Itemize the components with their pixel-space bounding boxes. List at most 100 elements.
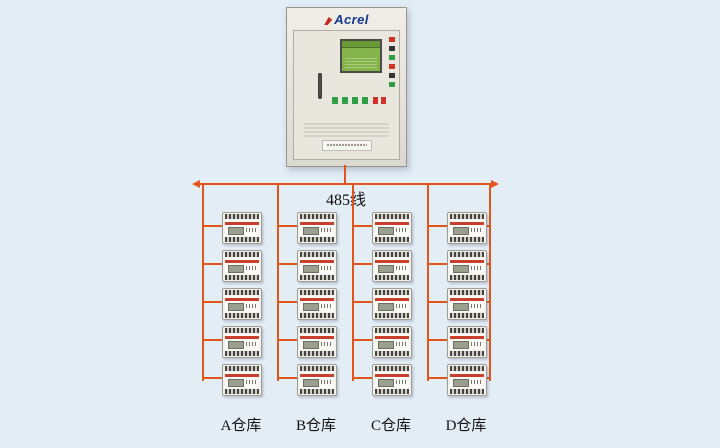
wire-bus-end bbox=[489, 183, 491, 381]
wire-stub bbox=[202, 301, 222, 303]
device-face bbox=[450, 258, 484, 274]
meter-device bbox=[447, 364, 487, 396]
indicator-lights bbox=[389, 37, 395, 93]
terminal-strip-bottom bbox=[375, 237, 409, 242]
wire-cabinet-drop bbox=[344, 165, 346, 185]
device-face bbox=[225, 296, 259, 312]
door-handle bbox=[318, 73, 322, 99]
device-display bbox=[453, 341, 469, 349]
device-markings bbox=[471, 380, 481, 384]
device-markings bbox=[471, 266, 481, 270]
cabinet-door bbox=[293, 30, 400, 160]
terminal-strip-bottom bbox=[225, 351, 259, 356]
lcd-screen bbox=[340, 39, 382, 73]
device-markings bbox=[246, 304, 256, 308]
device-markings bbox=[471, 342, 481, 346]
meter-device bbox=[372, 364, 412, 396]
device-face bbox=[450, 296, 484, 312]
terminal-strip-bottom bbox=[375, 313, 409, 318]
device-accent-stripe bbox=[300, 260, 334, 263]
device-face bbox=[375, 334, 409, 350]
wire-485-bus bbox=[200, 183, 491, 185]
terminal-strip-top bbox=[300, 366, 334, 371]
terminal-strip-bottom bbox=[300, 275, 334, 280]
meter-device bbox=[297, 364, 337, 396]
device-accent-stripe bbox=[375, 298, 409, 301]
device-display bbox=[303, 303, 319, 311]
device-accent-stripe bbox=[450, 222, 484, 225]
terminal-strip-bottom bbox=[450, 313, 484, 318]
meter-device bbox=[447, 326, 487, 358]
device-face bbox=[225, 372, 259, 388]
meter-device bbox=[297, 326, 337, 358]
warehouse-label-2: B仓库 bbox=[295, 418, 336, 434]
device-display bbox=[453, 379, 469, 387]
warehouse-label-3: C仓库 bbox=[370, 418, 411, 434]
wire-feeder-3 bbox=[352, 183, 354, 381]
device-markings bbox=[246, 228, 256, 232]
device-markings bbox=[396, 342, 406, 346]
terminal-strip-top bbox=[225, 214, 259, 219]
wire-stub bbox=[427, 263, 447, 265]
device-face bbox=[300, 296, 334, 312]
device-face bbox=[450, 220, 484, 236]
device-display bbox=[453, 303, 469, 311]
terminal-strip-top bbox=[450, 214, 484, 219]
wire-stub bbox=[427, 339, 447, 341]
acrel-logo: Acrel bbox=[287, 12, 406, 27]
meter-device bbox=[372, 288, 412, 320]
device-face bbox=[375, 220, 409, 236]
device-accent-stripe bbox=[225, 260, 259, 263]
device-display bbox=[303, 379, 319, 387]
device-face bbox=[300, 334, 334, 350]
wire-feeder-1 bbox=[202, 183, 204, 381]
device-face bbox=[450, 372, 484, 388]
warehouse-label-4: D仓库 bbox=[445, 418, 487, 434]
device-face bbox=[300, 220, 334, 236]
wire-stub bbox=[277, 377, 297, 379]
terminal-strip-bottom bbox=[300, 351, 334, 356]
bus-arrow-right-icon bbox=[491, 180, 499, 188]
terminal-strip-top bbox=[375, 252, 409, 257]
device-accent-stripe bbox=[375, 260, 409, 263]
device-face bbox=[450, 334, 484, 350]
terminal-strip-bottom bbox=[450, 389, 484, 394]
device-display bbox=[303, 227, 319, 235]
terminal-strip-top bbox=[450, 366, 484, 371]
meter-device bbox=[222, 250, 262, 282]
brand-text: Acrel bbox=[334, 12, 369, 27]
terminal-strip-bottom bbox=[225, 313, 259, 318]
terminal-strip-bottom bbox=[375, 351, 409, 356]
meter-device bbox=[222, 212, 262, 244]
device-markings bbox=[396, 266, 406, 270]
wire-stub bbox=[352, 377, 372, 379]
wire-stub bbox=[485, 301, 491, 303]
terminal-strip-bottom bbox=[450, 237, 484, 242]
device-accent-stripe bbox=[375, 336, 409, 339]
wire-stub bbox=[202, 263, 222, 265]
device-display bbox=[303, 341, 319, 349]
device-accent-stripe bbox=[300, 298, 334, 301]
device-accent-stripe bbox=[225, 298, 259, 301]
device-display bbox=[378, 341, 394, 349]
terminal-strip-bottom bbox=[300, 313, 334, 318]
control-cabinet: Acrel bbox=[286, 7, 407, 167]
meter-device bbox=[297, 212, 337, 244]
device-display bbox=[228, 379, 244, 387]
meter-device bbox=[297, 250, 337, 282]
device-accent-stripe bbox=[375, 222, 409, 225]
meter-device bbox=[447, 212, 487, 244]
device-accent-stripe bbox=[225, 222, 259, 225]
terminal-strip-bottom bbox=[375, 389, 409, 394]
wire-stub bbox=[277, 339, 297, 341]
meter-device bbox=[222, 326, 262, 358]
wire-feeder-2 bbox=[277, 183, 279, 381]
wire-stub bbox=[427, 225, 447, 227]
terminal-strip-bottom bbox=[225, 237, 259, 242]
bus-arrow-left-icon bbox=[192, 180, 200, 188]
wire-feeder-4 bbox=[427, 183, 429, 381]
device-accent-stripe bbox=[300, 222, 334, 225]
device-display bbox=[228, 341, 244, 349]
device-markings bbox=[321, 380, 331, 384]
device-markings bbox=[321, 228, 331, 232]
